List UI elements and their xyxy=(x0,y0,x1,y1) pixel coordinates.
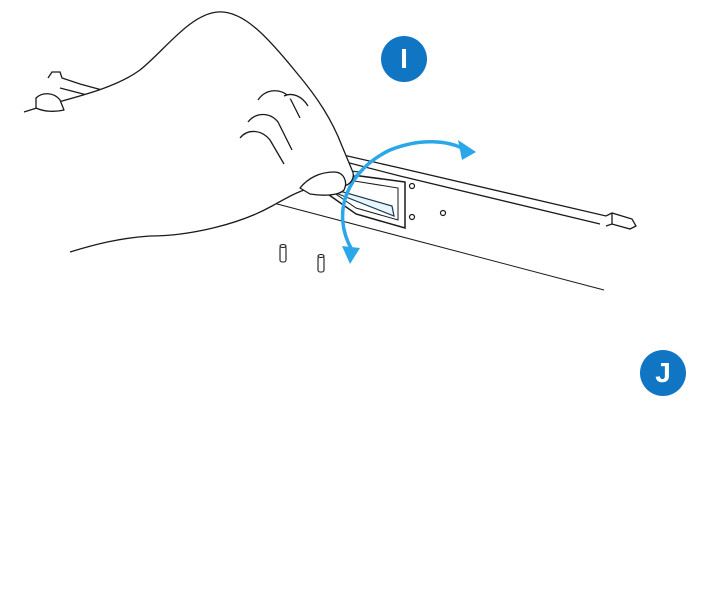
step-i-label: I xyxy=(400,43,408,74)
upper-standoffs xyxy=(279,243,325,273)
step-i-badge: I xyxy=(381,36,427,82)
rotate-arrow xyxy=(340,140,468,252)
hand-illustration xyxy=(23,11,354,253)
step-j-label: J xyxy=(655,357,671,388)
rotate-arrow-head-top xyxy=(458,140,476,160)
step-j-badge: J xyxy=(640,350,686,396)
upper-screw-holes xyxy=(408,182,447,221)
upper-panel xyxy=(23,11,637,291)
upper-chassis-edge xyxy=(261,199,605,291)
rotate-arrow-head-bottom xyxy=(342,246,360,264)
